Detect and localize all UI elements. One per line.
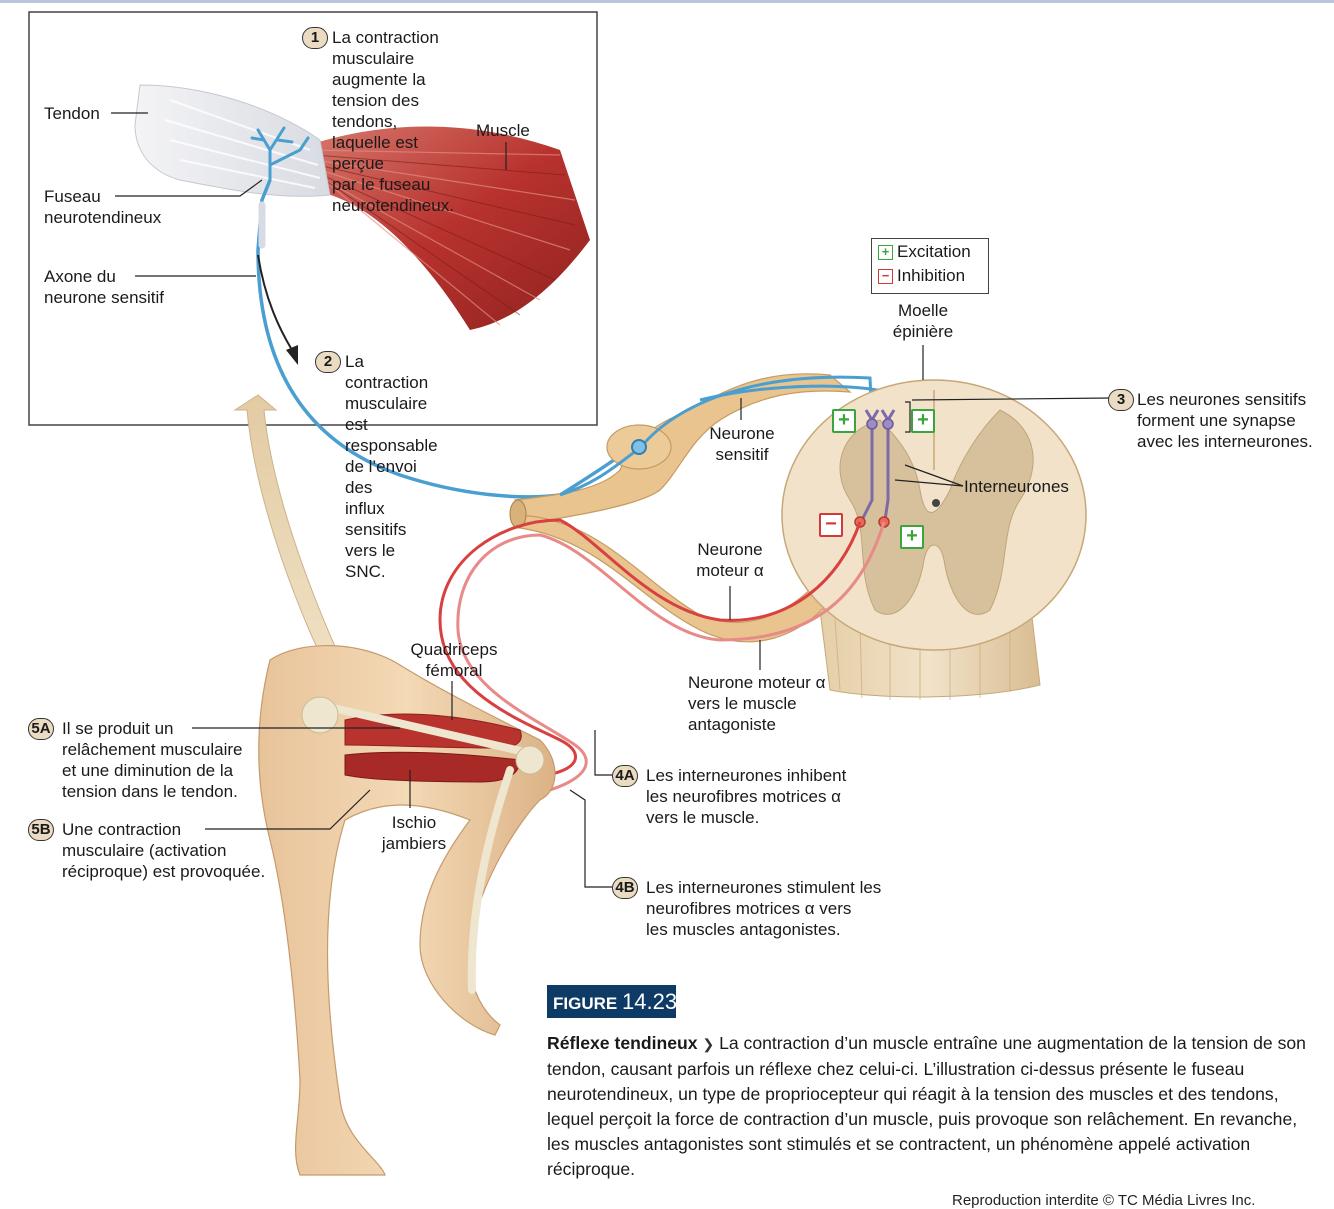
excitation-marker-left: + (832, 409, 856, 433)
label-tendon-organ: Fuseau neurotendineux (44, 187, 162, 227)
label-muscle: Muscle (476, 121, 530, 140)
motor-neuron-antagonist (456, 521, 886, 802)
tendon-drawing (134, 84, 331, 197)
label-spinal-cord: Moelle épinière (892, 301, 954, 341)
caption-separator-icon: ❯ (702, 1036, 715, 1052)
step-3-text: Les neurones sensitifs forment une synap… (1137, 390, 1313, 451)
label-quadriceps: Quadriceps fémoral (410, 640, 498, 680)
copyright-notice: Reproduction interdite © TC Média Livres… (952, 1192, 1256, 1209)
label-sensory-axon: Axone du neurone sensitif (44, 267, 165, 307)
step-1-text: La contraction musculaire augmente la te… (332, 28, 454, 215)
label-tendon: Tendon (44, 104, 100, 123)
figure-number-tag: FIGURE 14.23 (547, 985, 678, 1018)
caption-title: Réflexe tendineux (547, 1033, 698, 1053)
plus-icon: + (878, 245, 893, 260)
step-4b-text: Les interneurones stimulent les neurofib… (646, 878, 882, 939)
legend-inhibition-label: Inhibition (897, 266, 966, 285)
figure-tag-prefix: FIGURE (553, 994, 618, 1013)
step-5a-badge: 5A (28, 718, 54, 740)
label-interneurons: Interneurones (964, 477, 1069, 496)
legend: + Excitation −Inhibition (871, 238, 989, 294)
label-antagonist-motor-neuron: Neurone moteur α vers le muscle antagoni… (688, 673, 826, 734)
excitation-marker-lower: + (900, 525, 924, 549)
step-5b-badge: 5B (28, 819, 54, 841)
step-1-badge: 1 (302, 27, 328, 49)
sensory-axon (256, 179, 642, 499)
minus-icon: − (878, 269, 893, 284)
step-2-badge: 2 (315, 351, 341, 373)
step-4a-badge: 4A (612, 765, 638, 787)
label-hamstrings: Ischio jambiers (381, 813, 447, 853)
legend-excitation: + Excitation (878, 241, 971, 263)
leg-drawing (258, 645, 556, 1176)
top-rule (0, 0, 1334, 3)
label-sensory-neuron: Neurone sensitif (709, 424, 775, 464)
legend-inhibition: −Inhibition (878, 265, 965, 287)
excitation-marker-right: + (911, 409, 935, 433)
step-5a-text: Il se produit un relâchement musculaire … (62, 719, 243, 801)
figure-caption: Réflexe tendineux ❯ La contraction d’un … (547, 1031, 1317, 1182)
inhibition-marker: − (819, 513, 843, 537)
leader-lines (111, 112, 1112, 888)
figure-tag-number: 14.23 (622, 989, 678, 1014)
caption-text: La contraction d’un muscle entraîne une … (547, 1033, 1306, 1179)
muscle-drawing (300, 126, 590, 330)
motor-neuron-alpha (438, 518, 862, 779)
step-2-text: La contraction musculaire est responsabl… (345, 352, 438, 581)
step-3-badge: 3 (1108, 389, 1134, 411)
step-4b-badge: 4B (612, 877, 638, 899)
label-motor-neuron: Neurone moteur α (696, 540, 764, 580)
legend-excitation-label: Excitation (897, 242, 971, 261)
step-5b-text: Une contraction musculaire (activation r… (62, 820, 266, 881)
tendon-organ (250, 126, 310, 182)
contraction-arrow (257, 254, 293, 351)
step-4a-text: Les interneurones inhibent les neurofibr… (646, 766, 847, 827)
interneurons (860, 409, 896, 521)
